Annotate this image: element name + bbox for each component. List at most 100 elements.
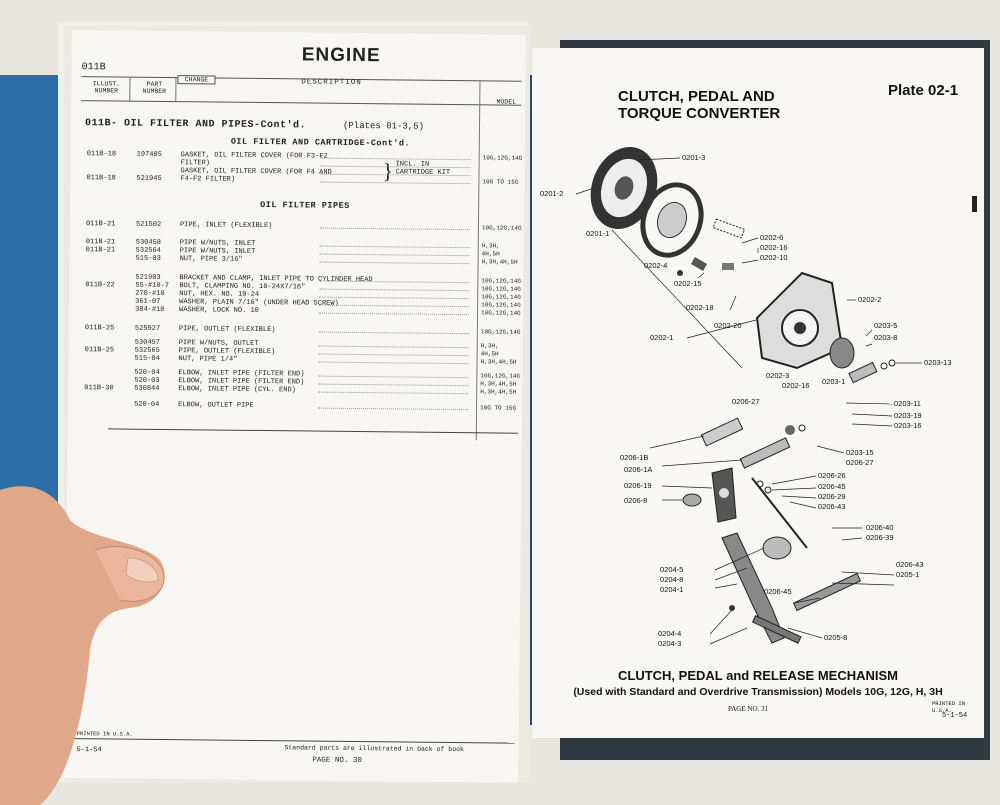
clutch-housing-icon (755, 271, 844, 370)
model: H,3H, (481, 242, 500, 250)
col-divider (129, 76, 131, 101)
description: PIPE, OUTLET (FLEXIBLE) (178, 325, 276, 335)
callout: 0201-1 (586, 229, 609, 238)
leader-dots (319, 312, 470, 316)
part-number: 532564 (135, 246, 161, 255)
hand-holding-book (0, 486, 165, 805)
plate-subcaption: (Used with Standard and Overdrive Transm… (573, 686, 943, 698)
leader-dots (319, 261, 470, 265)
model: 10G,12G,14G (480, 328, 521, 336)
callout: 0205-1 (896, 570, 919, 579)
illus-number: 011B-30 (84, 384, 114, 393)
page-number: PAGE NO. 31 (728, 705, 768, 713)
leader-dots (318, 375, 469, 379)
callout: 0206-43 (818, 502, 846, 511)
leader-dots (319, 227, 470, 231)
pressure-plate-icon (640, 182, 704, 258)
exploded-diagram: 0201-3 0201-2 0201-1 0202-6 0202-16 0202… (540, 147, 952, 648)
edge-mark (972, 196, 977, 212)
description: NUT, PIPE 3/16" (179, 255, 243, 264)
clutch-pedal-icon (721, 532, 862, 644)
leader-dots (318, 345, 469, 349)
clutch-disc-icon (590, 147, 658, 229)
description: NUT, PIPE 1/4" (178, 355, 238, 364)
callout: 0203-13 (924, 358, 952, 367)
callout: 0202-16 (760, 243, 788, 252)
table-end-rule (107, 428, 518, 434)
callout: 0206-26 (818, 471, 846, 480)
leader-lines (575, 157, 922, 645)
release-rod-icon (751, 477, 808, 549)
model: 10G,12G,14G (481, 301, 521, 309)
callout: 0206-1A (624, 465, 652, 474)
part-number: 520-04 (134, 400, 160, 409)
callout: 0204-4 (658, 629, 681, 638)
col-change: CHANGE (177, 75, 216, 85)
callout: 0206-1B (620, 453, 648, 462)
callout: 0202-1 (650, 333, 673, 342)
callout: 0204-5 (660, 565, 683, 574)
illus-number: 011B-21 (85, 220, 116, 229)
pedal-bracket-icon (682, 467, 737, 523)
standard-parts-note: Standard parts are illustrated in back o… (284, 744, 464, 754)
part-number: 521945 (136, 174, 162, 183)
col-divider (175, 77, 177, 102)
part-number: 530844 (134, 384, 160, 393)
model: 10G,12G,14G (481, 293, 521, 301)
plate-title-line2: TORQUE CONVERTER (618, 105, 781, 122)
subsection-title: OIL FILTER AND CARTRIDGE-Cont'd. (230, 136, 411, 149)
callout: 0206-27 (732, 397, 760, 406)
leader-dots (319, 304, 470, 308)
leader-dots (318, 391, 469, 395)
plate-number: Plate 02-1 (888, 82, 959, 99)
part-number: 532565 (134, 346, 160, 355)
part-number: 525927 (134, 324, 161, 333)
release-lever-icon (677, 257, 734, 276)
callout: 0206-8 (624, 496, 647, 505)
leader-dots (318, 383, 469, 387)
callout: 0202-16 (782, 381, 810, 390)
callout: 0204-8 (660, 575, 683, 584)
release-bearing-icon (829, 337, 896, 384)
description: PIPE, INLET (FLEXIBLE) (179, 221, 273, 231)
leader-dots (318, 407, 469, 411)
model: H,3H,4H,5H (480, 380, 517, 388)
callout: 0202-20 (714, 321, 742, 330)
part-number: 520-04 (134, 368, 160, 377)
description: ELBOW, OUTLET PIPE (178, 401, 254, 410)
col-part: PART NUMBER (142, 80, 167, 95)
leader-dots (320, 165, 471, 169)
callout: 0203-19 (894, 411, 922, 420)
callout: 0203-8 (874, 333, 897, 342)
model: 10G,12G,14G (482, 154, 523, 162)
leader-dots (318, 361, 469, 365)
callout: 0206-40 (866, 523, 894, 532)
shaft-icon (700, 417, 806, 469)
callout: 0206-45 (764, 587, 792, 596)
model: 10G,12G,14G (481, 224, 522, 232)
subsection-title: OIL FILTER PIPES (260, 199, 350, 211)
model: H,3H, (480, 342, 499, 350)
callout: 0202-4 (644, 261, 667, 270)
col-illus: ILLUST. NUMBER (92, 80, 121, 95)
callout: 0201-3 (682, 153, 705, 162)
description: F4-F2 FILTER) (180, 175, 236, 184)
part-number: 361-07 (135, 297, 161, 306)
model: 4H,5H (481, 250, 500, 258)
callout: 0202-15 (674, 279, 702, 288)
page-number: PAGE NO. 30 (312, 756, 362, 766)
part-number: 515-03 (135, 254, 161, 263)
callout: 0206-43 (896, 560, 924, 569)
part-number: 530458 (135, 238, 162, 247)
description: ELBOW, INLET PIPE (CYL. END) (178, 385, 296, 395)
part-number: 384-#10 (135, 305, 165, 314)
description: WASHER, LOCK NO. 10 (179, 306, 259, 315)
page-header: ENGINE (301, 44, 381, 67)
callout: 0206-29 (818, 492, 846, 501)
model: 4H,5H (480, 350, 499, 358)
callout: 0205-8 (824, 633, 847, 642)
callout: 0202-6 (760, 233, 783, 242)
